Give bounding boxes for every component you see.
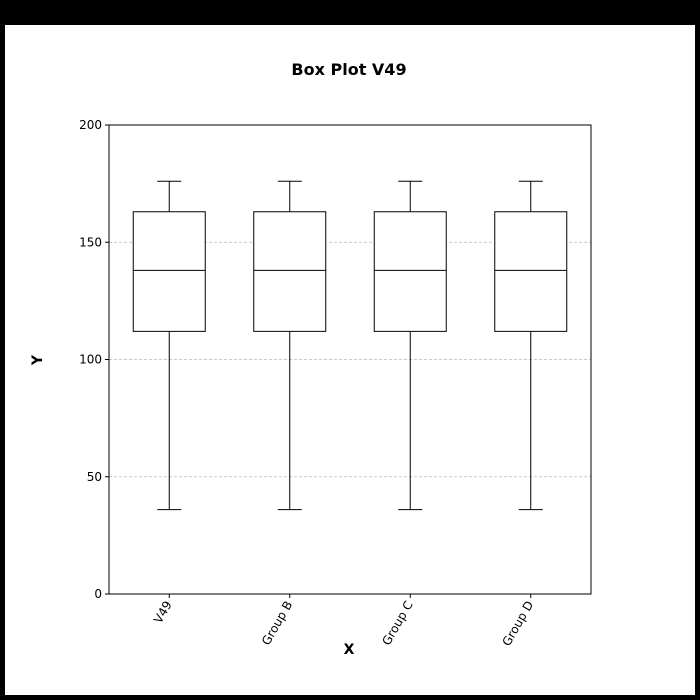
y-tick-label-3: 150 xyxy=(79,235,102,249)
marks-layer xyxy=(132,180,568,511)
box-2 xyxy=(373,211,447,332)
chart-title: Box Plot V49 xyxy=(291,60,406,79)
box-3 xyxy=(494,211,568,332)
y-tick-label-0: 0 xyxy=(94,587,102,601)
box-1 xyxy=(253,211,327,332)
y-tick-label-1: 50 xyxy=(87,470,102,484)
y-ticks-layer: 0 50 100 150 200 xyxy=(79,118,109,601)
y-tick-label-2: 100 xyxy=(79,353,102,367)
x-axis-label: X xyxy=(344,642,355,658)
x-tick-label-2: Group C xyxy=(379,599,415,648)
x-tick-label-0: V49 xyxy=(151,599,175,626)
y-axis-label: Y xyxy=(30,354,46,366)
box-0 xyxy=(132,211,206,332)
y-tick-label-4: 200 xyxy=(79,118,102,132)
chart-canvas xyxy=(5,25,695,695)
x-ticks-layer: V49 Group B Group C Group D xyxy=(151,594,536,648)
x-tick-label-3: Group D xyxy=(499,599,536,649)
x-tick-label-1: Group B xyxy=(259,599,295,648)
